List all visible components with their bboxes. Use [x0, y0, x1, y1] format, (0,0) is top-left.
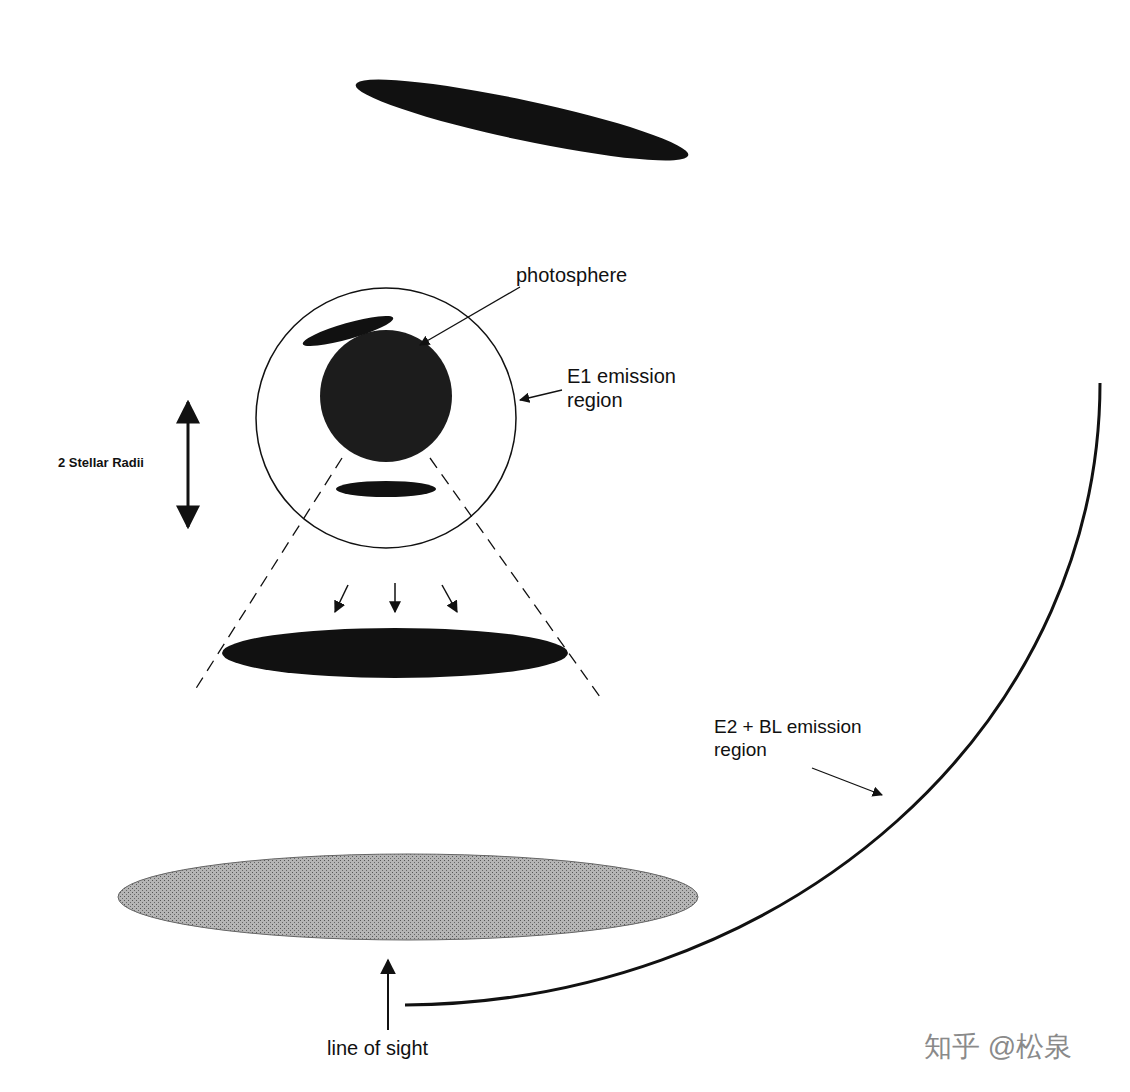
callout-label: photosphere	[516, 263, 716, 287]
cloud-middle	[222, 628, 568, 678]
cloud-small-upper	[301, 310, 396, 351]
e1-region-circle	[256, 288, 516, 548]
cloud-small-lower	[336, 481, 436, 497]
dimension-label: 2 Stellar Radii	[58, 455, 183, 471]
callout-label: E2 + BL emission region	[714, 716, 874, 762]
photosphere-disk	[320, 330, 452, 462]
line-of-sight-arrow	[387, 960, 389, 1030]
callout-label: E1 emission region	[567, 364, 702, 412]
flow-arrow	[442, 585, 457, 612]
flow-arrow	[335, 585, 348, 612]
leader-line	[812, 768, 882, 795]
leader-line	[420, 287, 520, 345]
cloud-bottom-grey	[118, 854, 698, 940]
leader-line	[520, 390, 562, 400]
e2-region-arc	[405, 383, 1100, 1005]
radii-double-arrow	[187, 402, 190, 527]
flow-arrow	[394, 583, 396, 612]
cloud-top	[352, 65, 693, 175]
callout-label: line of sight	[327, 1036, 527, 1060]
watermark: 知乎 @松泉	[924, 1030, 1124, 1064]
